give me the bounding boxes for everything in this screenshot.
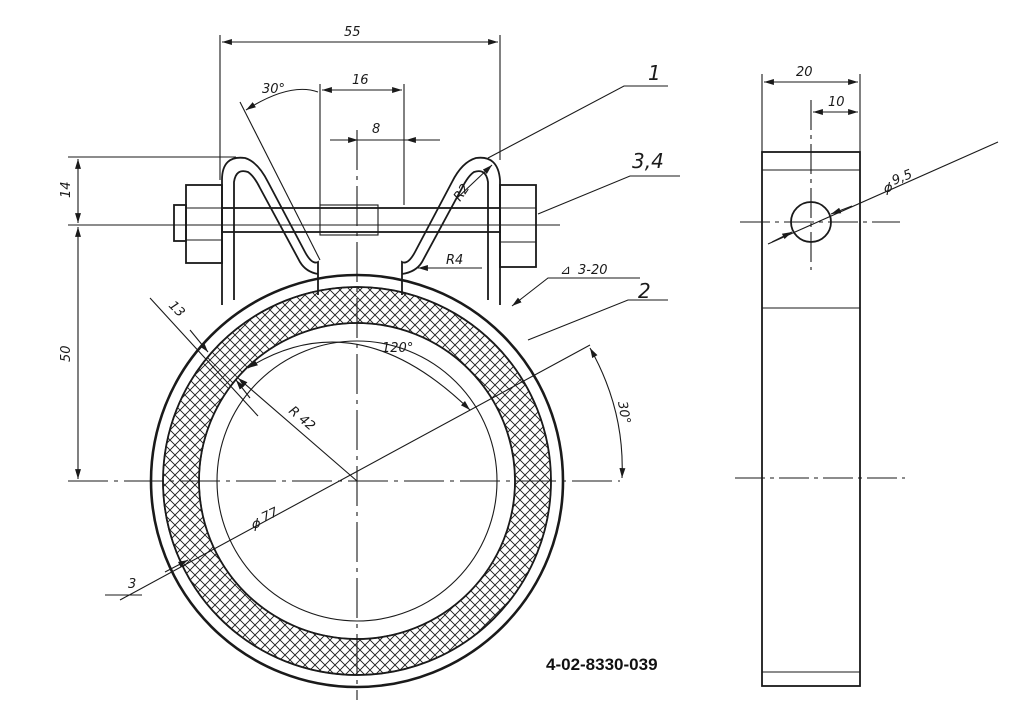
hole-arrow (771, 231, 793, 243)
diameter-symbol-77: ϕ (252, 517, 261, 532)
angle-label-30-right: 30° (614, 400, 633, 425)
leader-hole-diameter (767, 141, 999, 245)
label-diameter-77: 77 (259, 505, 281, 526)
dim-label-13: 13 (165, 298, 187, 320)
angle-arc-30-right (589, 347, 626, 479)
label-hole-diameter: 9,5 (890, 167, 915, 189)
dim-label-16: 16 (352, 73, 369, 88)
angle-line-30 (239, 101, 321, 261)
angle-line-30-right (119, 344, 591, 601)
strap-ear-right-inner (401, 170, 489, 300)
angle-label-120: 120° (382, 341, 413, 356)
angle-arc-120 (247, 341, 471, 411)
diameter-symbol-hole: ϕ (884, 181, 893, 196)
label-weld: 3-20 (578, 263, 608, 278)
front-view: 55 16 8 30° 14 50 R2 R4 ⊿ 3-20 (59, 25, 680, 700)
bolt-thread-band (319, 204, 379, 236)
strap-ear-left-inner (233, 170, 319, 300)
angle-label-30-top: 30° (262, 82, 285, 97)
dim-line-13 (149, 297, 259, 417)
diameter-arrow (164, 559, 189, 573)
bolt-head (185, 184, 223, 264)
weld-triangle: ⊿ (560, 263, 571, 278)
strap-ear-right (401, 156, 501, 305)
label-r4: R4 (446, 253, 463, 268)
leader-callout-34 (537, 175, 680, 215)
callout-3: 3 (128, 577, 136, 592)
callout-1: 1 (648, 61, 661, 85)
bolt-shank (221, 207, 501, 233)
dim-13-arrow (189, 329, 209, 353)
leader-r42 (237, 377, 358, 482)
dim-label-10: 10 (828, 95, 845, 110)
angle-arc-30-top (245, 88, 319, 111)
dim-label-14: 14 (59, 181, 74, 198)
side-view: 20 10 ϕ 9,5 (735, 65, 999, 687)
leader-callout-2 (527, 299, 668, 341)
dim-label-20: 20 (796, 65, 813, 80)
label-r42: R 42 (285, 404, 317, 435)
hole-arrow2 (830, 205, 853, 215)
dim-label-8: 8 (372, 122, 380, 137)
leader-r2 (454, 164, 493, 201)
leader-callout-1 (487, 85, 668, 159)
callout-2: 2 (638, 279, 651, 303)
leader-weld (511, 277, 640, 307)
dim-label-50: 50 (59, 345, 74, 362)
dim-label-55: 55 (344, 25, 361, 40)
bolt-end (173, 204, 187, 242)
callout-3-4: 3,4 (632, 149, 664, 173)
nut (499, 184, 537, 268)
drawing-number: 4-02-8330-039 (546, 655, 658, 674)
strap-ear-left (221, 156, 319, 305)
